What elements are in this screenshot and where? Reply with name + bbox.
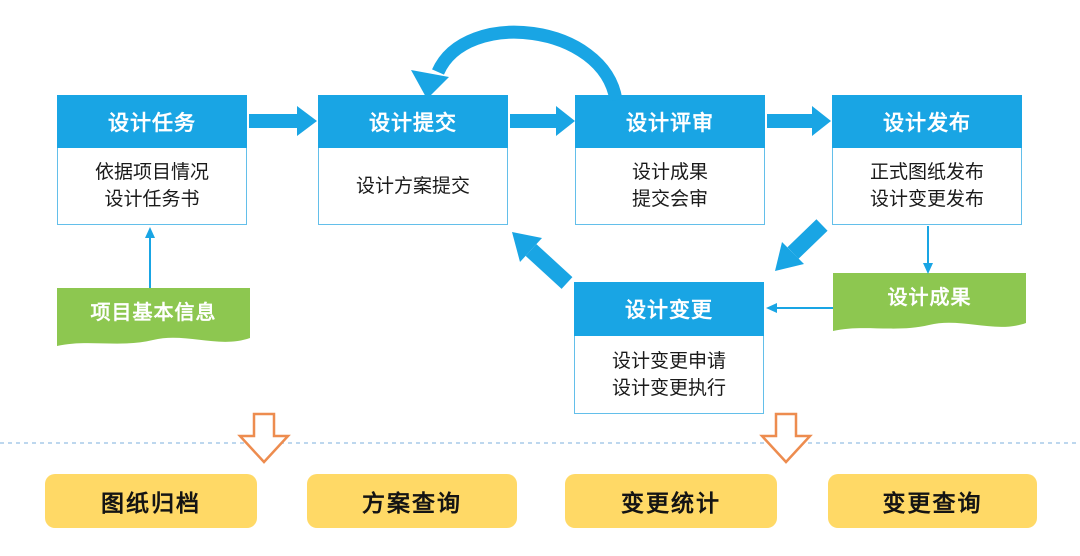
function-label: 变更统计 (621, 490, 721, 516)
step-box-design-review: 设计评审 设计成果 提交会审 (575, 95, 765, 225)
flow-arrow-right-2-icon (510, 106, 575, 136)
step-line: 正式图纸发布 (869, 162, 984, 183)
down-block-arrow-1-icon (237, 412, 291, 464)
doc-project-basic-info: 项目基本信息 (57, 288, 250, 354)
step-line: 设计方案提交 (355, 175, 470, 197)
step-body: 设计方案提交 (318, 148, 508, 225)
document-wave-shape-icon (57, 288, 250, 346)
flow-arrow-right-1-icon (249, 106, 317, 136)
function-button-change-query: 变更查询 (828, 474, 1037, 528)
rework-arrowhead-icon (512, 232, 542, 262)
step-box-design-release: 设计发布 正式图纸发布 设计变更发布 (832, 95, 1022, 225)
step-line: 设计成果 (631, 162, 708, 183)
step-header: 设计变更 (574, 282, 764, 336)
result-to-change-arrowhead-icon (766, 303, 777, 313)
step-line: 设计变更执行 (611, 377, 726, 399)
step-header: 设计提交 (318, 95, 508, 148)
step-line: 提交会审 (631, 189, 708, 210)
rework-arrow-up-left-icon (525, 244, 573, 289)
step-title: 设计评审 (626, 111, 714, 135)
step-body: 设计成果 提交会审 (575, 148, 765, 225)
down-block-arrow-2-icon (759, 412, 813, 464)
function-button-drawing-archive: 图纸归档 (45, 474, 257, 528)
step-box-design-submit: 设计提交 设计方案提交 (318, 95, 508, 225)
loop-back-arrow-icon (432, 25, 623, 102)
step-line: 设计变更申请 (611, 350, 726, 372)
function-label: 变更查询 (882, 490, 983, 516)
step-line: 依据项目情况 (94, 162, 209, 183)
doc-design-result: 设计成果 (833, 273, 1026, 339)
step-box-design-change: 设计变更 设计变更申请 设计变更执行 (574, 282, 764, 414)
step-header: 设计评审 (575, 95, 765, 148)
function-label: 方案查询 (362, 490, 462, 516)
doc-label: 设计成果 (887, 287, 972, 309)
step-title: 设计提交 (369, 111, 457, 135)
doc-label: 项目基本信息 (90, 302, 217, 324)
step-title: 设计发布 (883, 111, 971, 135)
step-header: 设计发布 (832, 95, 1022, 148)
step-body: 依据项目情况 设计任务书 (57, 148, 247, 225)
step-line: 设计变更发布 (869, 189, 984, 210)
document-wave-shape-icon (833, 273, 1026, 331)
function-button-change-statistics: 变更统计 (565, 474, 777, 528)
step-body: 正式图纸发布 设计变更发布 (832, 148, 1022, 225)
step-title: 设计变更 (625, 299, 713, 322)
step-body: 设计变更申请 设计变更执行 (574, 336, 764, 414)
flow-arrow-right-3-icon (767, 106, 831, 136)
change-arrow-down-left-icon (787, 219, 828, 259)
change-arrowhead-icon (775, 242, 804, 271)
function-label: 图纸归档 (101, 490, 201, 516)
step-title: 设计任务 (108, 111, 196, 135)
function-button-plan-query: 方案查询 (307, 474, 517, 528)
step-header: 设计任务 (57, 95, 247, 148)
step-line: 设计任务书 (104, 189, 200, 210)
info-arrowhead-up-icon (145, 227, 155, 238)
step-box-design-task: 设计任务 依据项目情况 设计任务书 (57, 95, 247, 225)
